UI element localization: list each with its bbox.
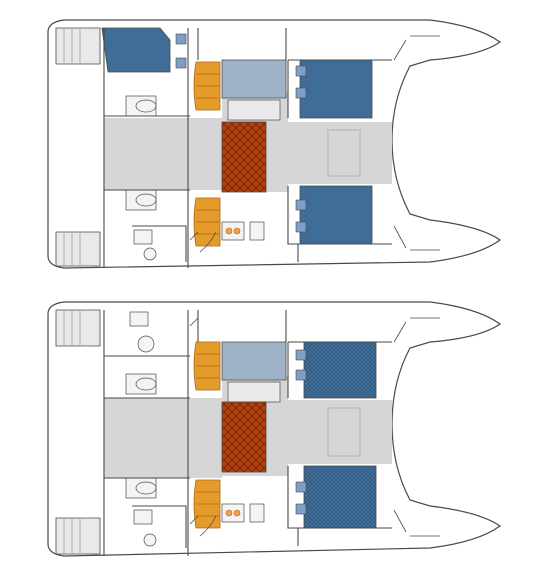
shower-icon	[129, 311, 155, 353]
trampoline-icon	[327, 407, 361, 457]
stove-icon	[221, 221, 265, 241]
sink-icon	[175, 33, 187, 45]
sink-icon	[295, 503, 307, 515]
galley-sink	[227, 99, 281, 121]
galley-counter	[221, 341, 287, 381]
galley-counter	[221, 59, 287, 99]
salon-seat-starboard	[193, 197, 221, 247]
bow-rail	[393, 35, 440, 251]
port-stern-steps	[55, 27, 101, 65]
sink-icon	[175, 57, 187, 69]
sink-icon	[295, 221, 307, 233]
salon-seat-starboard	[193, 479, 221, 529]
shower-icon	[133, 229, 157, 261]
salon-seat-port	[193, 61, 221, 111]
sink-icon	[295, 87, 307, 99]
toilet-icon	[125, 95, 157, 117]
aft-berth-port	[101, 27, 171, 73]
interior-walls	[103, 28, 392, 268]
fore-berth-port	[303, 341, 377, 399]
sink-icon	[295, 199, 307, 211]
layout-top	[47, 19, 502, 269]
cockpit-floor	[104, 398, 222, 478]
shower-icon	[133, 509, 157, 547]
salon-seat-port	[193, 341, 221, 391]
starboard-stern-steps	[55, 517, 101, 555]
sink-icon	[295, 349, 307, 361]
starboard-stern-steps	[55, 231, 101, 267]
salon-table	[221, 121, 267, 193]
stove-icon	[221, 503, 265, 523]
port-stern-steps	[55, 309, 101, 347]
sink-icon	[295, 65, 307, 77]
salon-table	[221, 401, 267, 473]
sink-icon	[295, 481, 307, 493]
galley-sink	[227, 381, 281, 403]
toilet-icon	[125, 189, 157, 211]
fore-berth-starboard	[303, 465, 377, 529]
cockpit-floor	[104, 118, 222, 190]
door-swing-icon	[189, 317, 217, 537]
interior-walls	[103, 310, 392, 556]
trampoline-icon	[327, 129, 361, 177]
bow-rail	[393, 317, 440, 537]
fore-berth-starboard	[299, 185, 373, 245]
sink-icon	[295, 369, 307, 381]
toilet-icon	[125, 373, 157, 395]
door-swing-icon	[189, 231, 217, 253]
layout-bottom	[47, 301, 502, 557]
fore-berth-port	[299, 59, 373, 119]
toilet-icon	[125, 477, 157, 499]
